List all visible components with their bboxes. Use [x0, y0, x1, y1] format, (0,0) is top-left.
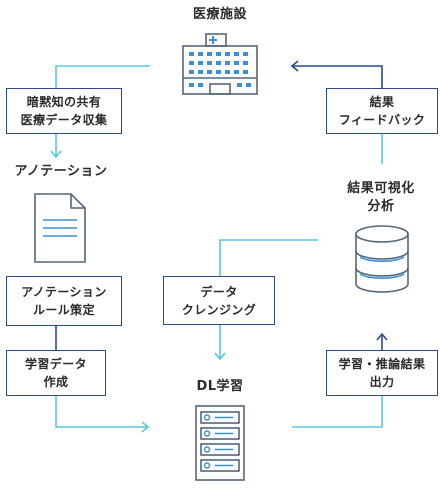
- result-feedback-line2: フィードバック: [338, 113, 426, 127]
- learning-output-box: 学習・推論結果 出力: [326, 350, 438, 396]
- annotation-rules-line2: ルール策定: [32, 303, 95, 317]
- learning-output-line2: 出力: [369, 375, 395, 389]
- annotation-rules-box: アノテーション ルール策定: [6, 276, 122, 326]
- training-data-box: 学習データ 作成: [6, 350, 106, 396]
- analysis-label: 結果可視化 分析: [322, 180, 440, 216]
- hospital-label: 医療施設: [192, 7, 247, 22]
- training-data-line1: 学習データ: [24, 357, 87, 371]
- arrow-feedback-to-hospital: [292, 65, 383, 88]
- training-data-line2: 作成: [43, 375, 69, 389]
- arrow-analysis-to-cleansing: [219, 239, 318, 276]
- dl-study-label: DL学習: [196, 379, 244, 394]
- result-feedback-line1: 結果: [369, 95, 395, 109]
- arrow-training-to-server: [55, 396, 148, 428]
- analysis-label-line2: 分析: [367, 199, 395, 214]
- learning-output-line1: 学習・推論結果: [338, 357, 426, 371]
- data-cleansing-line1: データ: [200, 284, 238, 299]
- server-icon: [195, 405, 245, 481]
- arrow-hospital-to-collection: [55, 65, 150, 88]
- document-icon: [34, 193, 86, 263]
- tacit-knowledge-line1: 暗黙知の共有: [26, 95, 102, 109]
- data-cleansing-line2: クレンジング: [181, 302, 257, 317]
- data-cleansing-box: データ クレンジング: [163, 276, 275, 325]
- annotation-label: アノテーション: [14, 164, 108, 179]
- database-icon: [355, 225, 409, 293]
- hospital-icon: [182, 33, 258, 95]
- analysis-label-line1: 結果可視化: [347, 181, 415, 196]
- annotation-rules-line1: アノテーション: [21, 285, 107, 299]
- tacit-knowledge-line2: 医療データ収集: [20, 113, 108, 127]
- result-feedback-box: 結果 フィードバック: [326, 88, 438, 134]
- tacit-knowledge-box: 暗黙知の共有 医療データ収集: [6, 88, 122, 134]
